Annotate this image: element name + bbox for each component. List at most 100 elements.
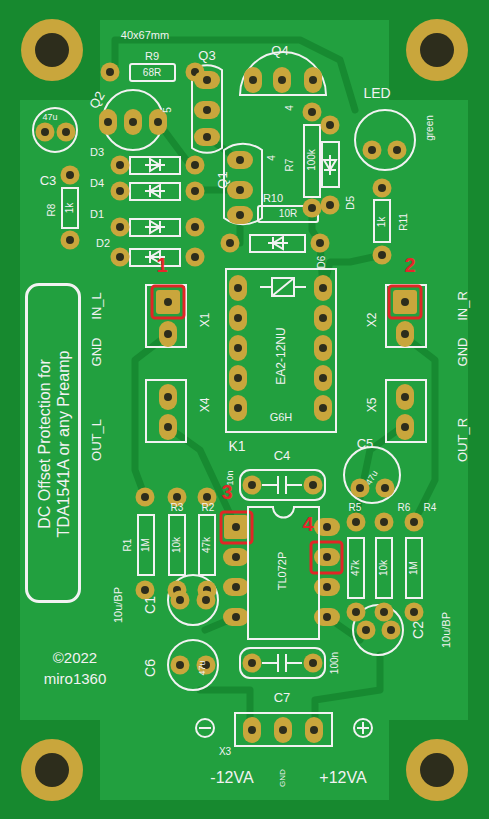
- pad-drill: [176, 661, 184, 669]
- pad-drill: [248, 726, 256, 734]
- silkscreen-label: Q3: [198, 49, 215, 62]
- silkscreen-label: R6: [398, 503, 411, 513]
- resistor-body: [130, 64, 175, 81]
- solder-pad: [304, 476, 323, 495]
- led-outline: [355, 110, 415, 170]
- silkscreen-label: R7: [285, 159, 295, 172]
- connector-outline: [146, 285, 186, 347]
- pad-drill: [203, 133, 211, 141]
- solder-pad: [101, 63, 120, 82]
- pad-drill: [129, 118, 137, 126]
- solder-pad: [314, 275, 332, 301]
- solder-pad: [376, 479, 395, 498]
- silkscreen-label: 1M: [409, 561, 419, 575]
- solder-pad: [223, 548, 249, 566]
- silkscreen-label: R2: [202, 503, 215, 513]
- mounting-hole: [21, 19, 83, 81]
- connector-outline: [386, 380, 426, 442]
- pad-drill: [380, 608, 388, 616]
- relay-coil-symbol: [260, 278, 306, 296]
- solder-pad: [124, 109, 142, 135]
- silkscreen-label: R10: [263, 193, 283, 204]
- pad-drill: [310, 726, 318, 734]
- mounting-hole-drill: [420, 753, 454, 787]
- pad-drill: [352, 608, 360, 616]
- diode-symbols: [145, 159, 165, 263]
- silkscreen-label: C3: [40, 174, 57, 187]
- mounting-hole: [21, 739, 83, 801]
- pad-drill: [309, 76, 317, 84]
- solder-pad: [363, 141, 382, 160]
- solder-pad: [273, 67, 291, 93]
- transistor-outline: [192, 65, 222, 153]
- connector-outline: [386, 285, 426, 347]
- solder-pad: [159, 384, 177, 410]
- solder-pad: [305, 717, 323, 743]
- solder-pad: [171, 656, 190, 675]
- silkscreen-label: C4: [274, 449, 291, 462]
- solder-pad: [111, 156, 130, 175]
- solder-pad: [149, 109, 167, 135]
- callout-number: 1: [156, 255, 167, 275]
- pad-drill: [279, 726, 287, 734]
- pad-drill: [319, 374, 327, 382]
- solder-pad: [229, 305, 247, 331]
- capacitor-symbol: [262, 476, 302, 494]
- silkscreen-label: 4: [285, 105, 295, 111]
- polarity-mark: [199, 727, 211, 729]
- silkscreen-label: R11: [399, 213, 409, 231]
- solder-pad: [405, 603, 424, 622]
- silkscreen-label: D5: [345, 196, 356, 210]
- silkscreen-label: D2: [96, 238, 110, 249]
- solder-pad: [57, 123, 76, 142]
- silkscreen-label: 5: [163, 107, 173, 113]
- solder-pad: [357, 621, 376, 640]
- pad-drill: [309, 659, 317, 667]
- solder-pad: [382, 621, 401, 640]
- pad-drill: [323, 583, 331, 591]
- pad-drill: [401, 298, 409, 306]
- pad-drill: [232, 613, 240, 621]
- pad-drill: [154, 118, 162, 126]
- pad-drill: [62, 128, 70, 136]
- silkscreen-label: 40x67mm: [121, 30, 169, 41]
- pad-drill: [173, 493, 181, 501]
- pad-drill: [41, 128, 49, 136]
- silkscreen-label: X1: [199, 313, 211, 328]
- solder-pad: [314, 305, 332, 331]
- resistor-body: [62, 188, 78, 228]
- pad-drill: [410, 518, 418, 526]
- solder-pad: [111, 182, 130, 201]
- pad-drill: [164, 298, 172, 306]
- solder-pad: [61, 231, 80, 250]
- ic-notch: [247, 501, 320, 513]
- silkscreen-label: 4: [267, 155, 277, 161]
- mounting-hole-drill: [35, 33, 69, 67]
- solder-pad: [229, 275, 247, 301]
- pad-drill: [234, 404, 242, 412]
- pad-drill: [116, 223, 124, 231]
- connector-outline: [146, 380, 186, 442]
- pad-drill: [381, 484, 389, 492]
- pad-drill: [191, 161, 199, 169]
- silkscreen-label: 10u/BP: [441, 612, 452, 648]
- solder-pad: [224, 515, 248, 539]
- silkscreen-label: miro1360: [44, 671, 107, 686]
- capacitor-outline: [240, 648, 325, 678]
- silkscreen-label: 10u/BP: [113, 587, 124, 623]
- capacitor-outline: [168, 575, 218, 625]
- pad-drill: [401, 423, 409, 431]
- silkscreen-label: OUT_L: [90, 419, 103, 461]
- highlight-square: [389, 286, 421, 318]
- pad-drill: [191, 187, 199, 195]
- pad-drill: [234, 344, 242, 352]
- solder-pad: [314, 335, 332, 361]
- pad-drill: [232, 553, 240, 561]
- solder-pad: [388, 141, 407, 160]
- diode-symbol: [268, 237, 288, 249]
- silkscreen-label: R8: [47, 204, 57, 217]
- solder-pad: [243, 717, 261, 743]
- solder-pad: [223, 608, 249, 626]
- silkscreen-label: 100n: [330, 652, 340, 674]
